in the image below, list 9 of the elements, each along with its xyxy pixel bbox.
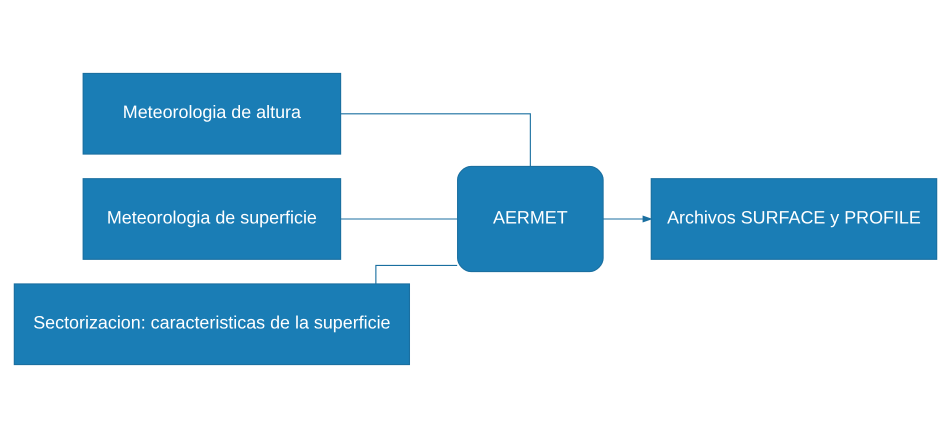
node-box: Sectorizacion: caracteristicas de la superficie [13,282,410,365]
node-box: AERMET [456,165,604,272]
node-box: Meteorologia de altura [82,72,341,154]
node-box: Archivos SURFACE y PROFILE [650,178,937,260]
node-box: Meteorologia de superficie [82,178,341,260]
connector [374,264,457,284]
arrow [602,214,652,222]
connector [340,112,530,166]
connector [340,218,457,220]
